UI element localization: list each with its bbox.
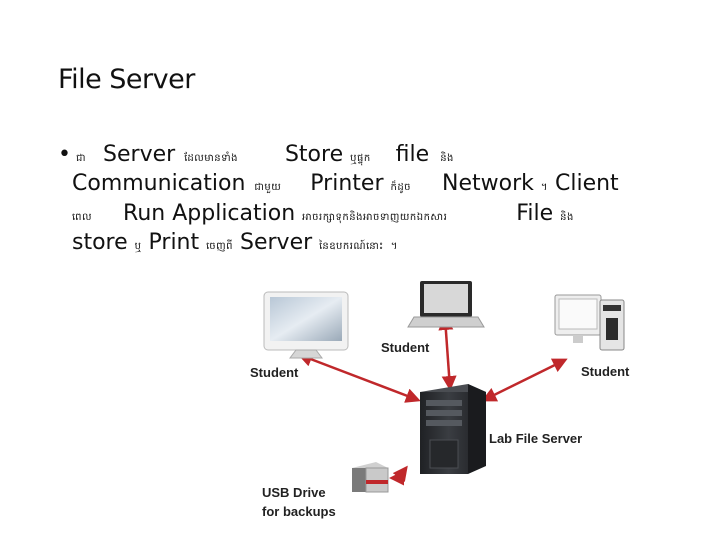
- label-student-left: Student: [250, 365, 299, 380]
- usb-drive-icon: [352, 462, 389, 493]
- khmer-word: ជាមួយ: [254, 182, 282, 193]
- khmer-word: ។: [540, 182, 548, 193]
- khmer-word: ។: [390, 241, 398, 252]
- word-server: Server: [103, 142, 176, 167]
- khmer-word: ឬ: [134, 241, 142, 252]
- word-file: file: [395, 142, 430, 167]
- label-usb-line1: USB Drive: [262, 485, 326, 500]
- word-communication: Communication: [72, 171, 246, 196]
- khmer-word: ក៏ដូច: [390, 182, 412, 193]
- label-usb-line2: for backups: [262, 504, 336, 519]
- text-line-3: ពេល Run Application អាចរក្សាទុកនិងអាចទាញ…: [72, 201, 574, 226]
- label-student-right: Student: [581, 364, 630, 379]
- word-network: Network: [442, 171, 534, 196]
- arrow-top-student: [438, 315, 457, 391]
- khmer-word: ដែលមានទាំង: [184, 153, 238, 164]
- word-file: File: [516, 201, 554, 226]
- arrow-left-student: [297, 352, 421, 403]
- word-printer: Printer: [310, 171, 384, 196]
- word-server: Server: [240, 230, 313, 255]
- khmer-word: នៃឧបករណ៍នោះ: [319, 241, 384, 252]
- arrow-right-student: [481, 358, 568, 402]
- word-store: Store: [284, 142, 344, 167]
- slide-title: File Server: [58, 64, 195, 95]
- word-run-application: Run Application: [123, 201, 296, 226]
- word-client: Client: [554, 171, 619, 196]
- text-line-4: store ឬ Print ចេញពី Server នៃឧបករណ៍នោះ ។: [72, 230, 398, 255]
- khmer-word: អាចរក្សាទុកនិងអាចទាញយកឯកសារ: [302, 212, 448, 223]
- word-print: Print: [148, 230, 200, 255]
- server-tower-icon: [420, 384, 486, 474]
- text-line-2: Communication ជាមួយ Printer ក៏ដូច Networ…: [72, 171, 619, 196]
- bullet-dot: •: [58, 142, 71, 167]
- label-student-top: Student: [381, 340, 430, 355]
- label-server: Lab File Server: [489, 431, 582, 446]
- desktop-pc-icon: [554, 294, 625, 351]
- text-line-1: ជា Server ដែលមានទាំង Store ឬផ្ទុក file ន…: [72, 142, 454, 167]
- khmer-word: ចេញពី: [206, 241, 234, 252]
- imac-icon: [263, 291, 349, 359]
- khmer-word: ពេល: [72, 212, 93, 223]
- laptop-icon: [407, 281, 485, 328]
- arrow-usb: [389, 465, 408, 486]
- word-store: store: [72, 230, 128, 255]
- khmer-word: ឬផ្ទុក: [350, 153, 371, 164]
- khmer-word: ជា: [76, 153, 87, 164]
- arrows: [297, 315, 568, 486]
- khmer-word: និង: [440, 153, 454, 164]
- khmer-word: និង: [560, 212, 574, 223]
